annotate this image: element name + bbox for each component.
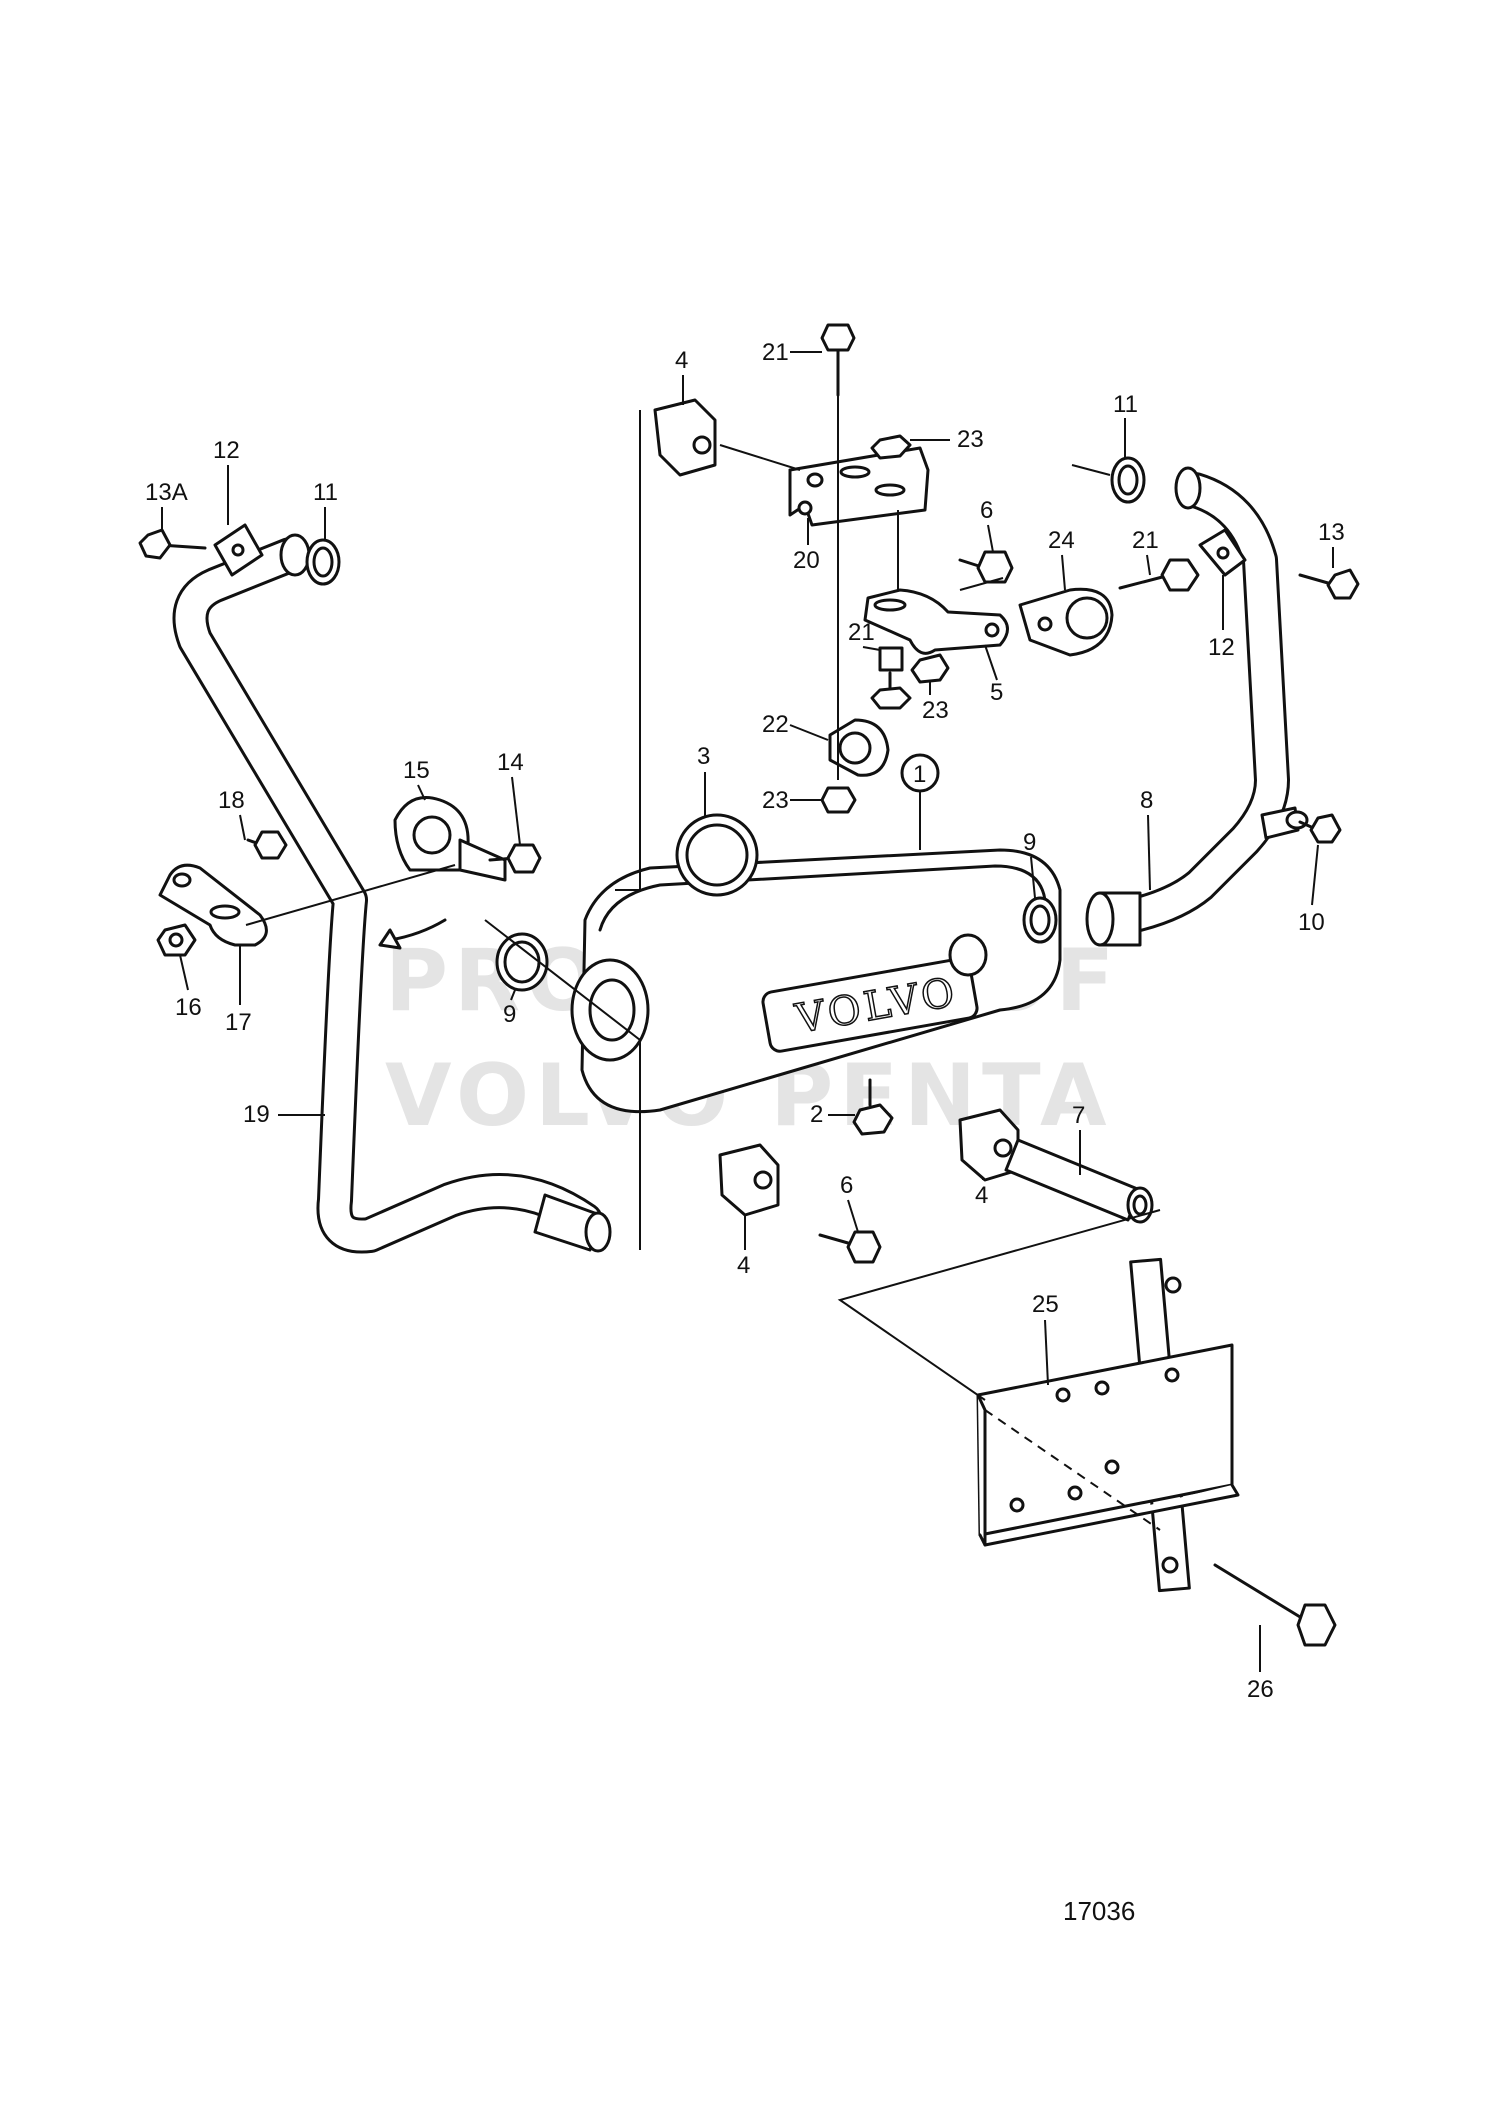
bracket-20 bbox=[788, 446, 930, 527]
callouts: 1 2 3 4 4 4 5 6 6 7 8 9 9 10 11 11 12 bbox=[145, 339, 1345, 1703]
callout-17: 17 bbox=[225, 1009, 252, 1036]
heat-exchanger: VOLVO bbox=[570, 848, 1062, 1114]
callout-4-left: 4 bbox=[737, 1252, 750, 1279]
mounting-plate-25 bbox=[976, 1257, 1337, 1647]
callout-19: 19 bbox=[243, 1101, 270, 1128]
callout-3: 3 bbox=[697, 743, 710, 770]
callout-13a: 13A bbox=[145, 479, 188, 506]
screw-18 bbox=[253, 830, 288, 860]
callout-4-right: 4 bbox=[975, 1182, 988, 1209]
callout-8: 8 bbox=[1140, 787, 1153, 814]
callout-4-top: 4 bbox=[675, 347, 688, 374]
clamp-plate-group bbox=[156, 796, 542, 957]
callout-5: 5 bbox=[990, 679, 1003, 706]
nut-23-middle bbox=[910, 653, 950, 684]
screw-13 bbox=[1326, 568, 1360, 600]
o-rings bbox=[305, 456, 1146, 992]
callout-20: 20 bbox=[793, 547, 820, 574]
drain-plug-2 bbox=[852, 1078, 894, 1136]
screw-26 bbox=[1296, 1603, 1337, 1647]
bracket-assembly bbox=[788, 323, 1200, 814]
callout-12-left: 12 bbox=[213, 437, 240, 464]
callout-15: 15 bbox=[403, 757, 430, 784]
rotation-arrow bbox=[378, 928, 402, 950]
screw-21-middle bbox=[870, 686, 912, 710]
callout-25: 25 bbox=[1032, 1291, 1059, 1318]
screw-10 bbox=[1285, 810, 1342, 844]
callout-24: 24 bbox=[1048, 527, 1075, 554]
screw-14 bbox=[506, 843, 542, 874]
screw-13a bbox=[138, 528, 172, 560]
callout-6-bottom: 6 bbox=[840, 1172, 853, 1199]
callout-21-right: 21 bbox=[1132, 527, 1159, 554]
nut-23-top bbox=[870, 434, 912, 460]
pipe-19 bbox=[172, 533, 612, 1254]
callout-22: 22 bbox=[762, 711, 789, 738]
callout-12-right: 12 bbox=[1208, 634, 1235, 661]
callout-10: 10 bbox=[1298, 909, 1325, 936]
callout-6-top: 6 bbox=[980, 497, 993, 524]
callout-18: 18 bbox=[218, 787, 245, 814]
callout-13: 13 bbox=[1318, 519, 1345, 546]
callout-7: 7 bbox=[1072, 1102, 1085, 1129]
pipe-8 bbox=[1085, 466, 1300, 947]
callout-23-lower: 23 bbox=[762, 787, 789, 814]
clips-and-screws bbox=[138, 523, 1360, 600]
callout-16: 16 bbox=[175, 994, 202, 1021]
callout-21-middle: 21 bbox=[848, 619, 875, 646]
assembly-lines bbox=[245, 395, 1161, 1531]
callout-1: 1 bbox=[913, 761, 926, 788]
screw-6-top bbox=[976, 550, 1014, 584]
callout-9-left: 9 bbox=[503, 1001, 516, 1028]
callout-21-top: 21 bbox=[762, 339, 789, 366]
mount-4-left bbox=[718, 1143, 780, 1217]
rubber-mounts bbox=[653, 398, 1020, 1264]
screw-21-top bbox=[820, 323, 856, 352]
callout-11-left: 11 bbox=[313, 479, 338, 506]
mount-4-top bbox=[653, 398, 717, 477]
screw-6-bottom bbox=[846, 1230, 882, 1264]
callout-23-top: 23 bbox=[957, 426, 984, 453]
callout-26: 26 bbox=[1247, 1676, 1274, 1703]
screw-21-right bbox=[1160, 558, 1200, 592]
callout-9-right: 9 bbox=[1023, 829, 1036, 856]
callout-2: 2 bbox=[810, 1101, 823, 1128]
callout-14: 14 bbox=[497, 749, 524, 776]
callout-11-right: 11 bbox=[1113, 391, 1138, 418]
drawing-number: 17036 bbox=[1063, 1896, 1135, 1926]
callout-23-middle: 23 bbox=[922, 697, 949, 724]
nut-23-lower bbox=[820, 786, 857, 814]
